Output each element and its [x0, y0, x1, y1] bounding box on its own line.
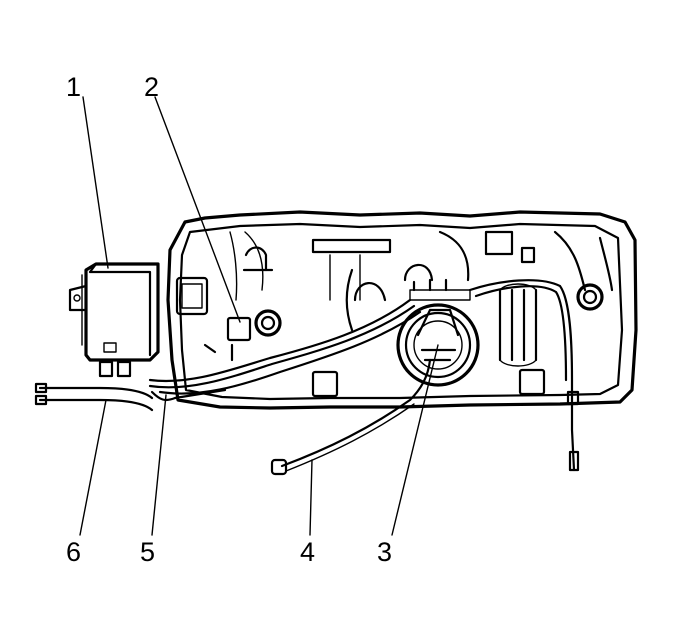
fuel-tank — [166, 210, 638, 410]
leader-line-5 — [151, 394, 167, 536]
leader-line-6 — [79, 399, 107, 536]
callout-2: 2 — [144, 72, 159, 102]
callout-labels: 1 2 3 4 5 6 — [66, 72, 392, 567]
callout-3: 3 — [377, 537, 392, 567]
evap-canister — [68, 262, 160, 378]
callout-6: 6 — [66, 537, 81, 567]
leader-line-1 — [82, 96, 109, 269]
fuel-sender-assembly — [396, 278, 480, 387]
callout-5: 5 — [140, 537, 155, 567]
callout-4: 4 — [300, 537, 315, 567]
fuel-lines — [34, 246, 580, 476]
callout-1: 1 — [66, 72, 81, 102]
leader-lines — [79, 96, 439, 536]
leader-line-3 — [391, 344, 439, 536]
leader-line-4 — [309, 459, 313, 536]
leader-line-2 — [154, 96, 241, 323]
